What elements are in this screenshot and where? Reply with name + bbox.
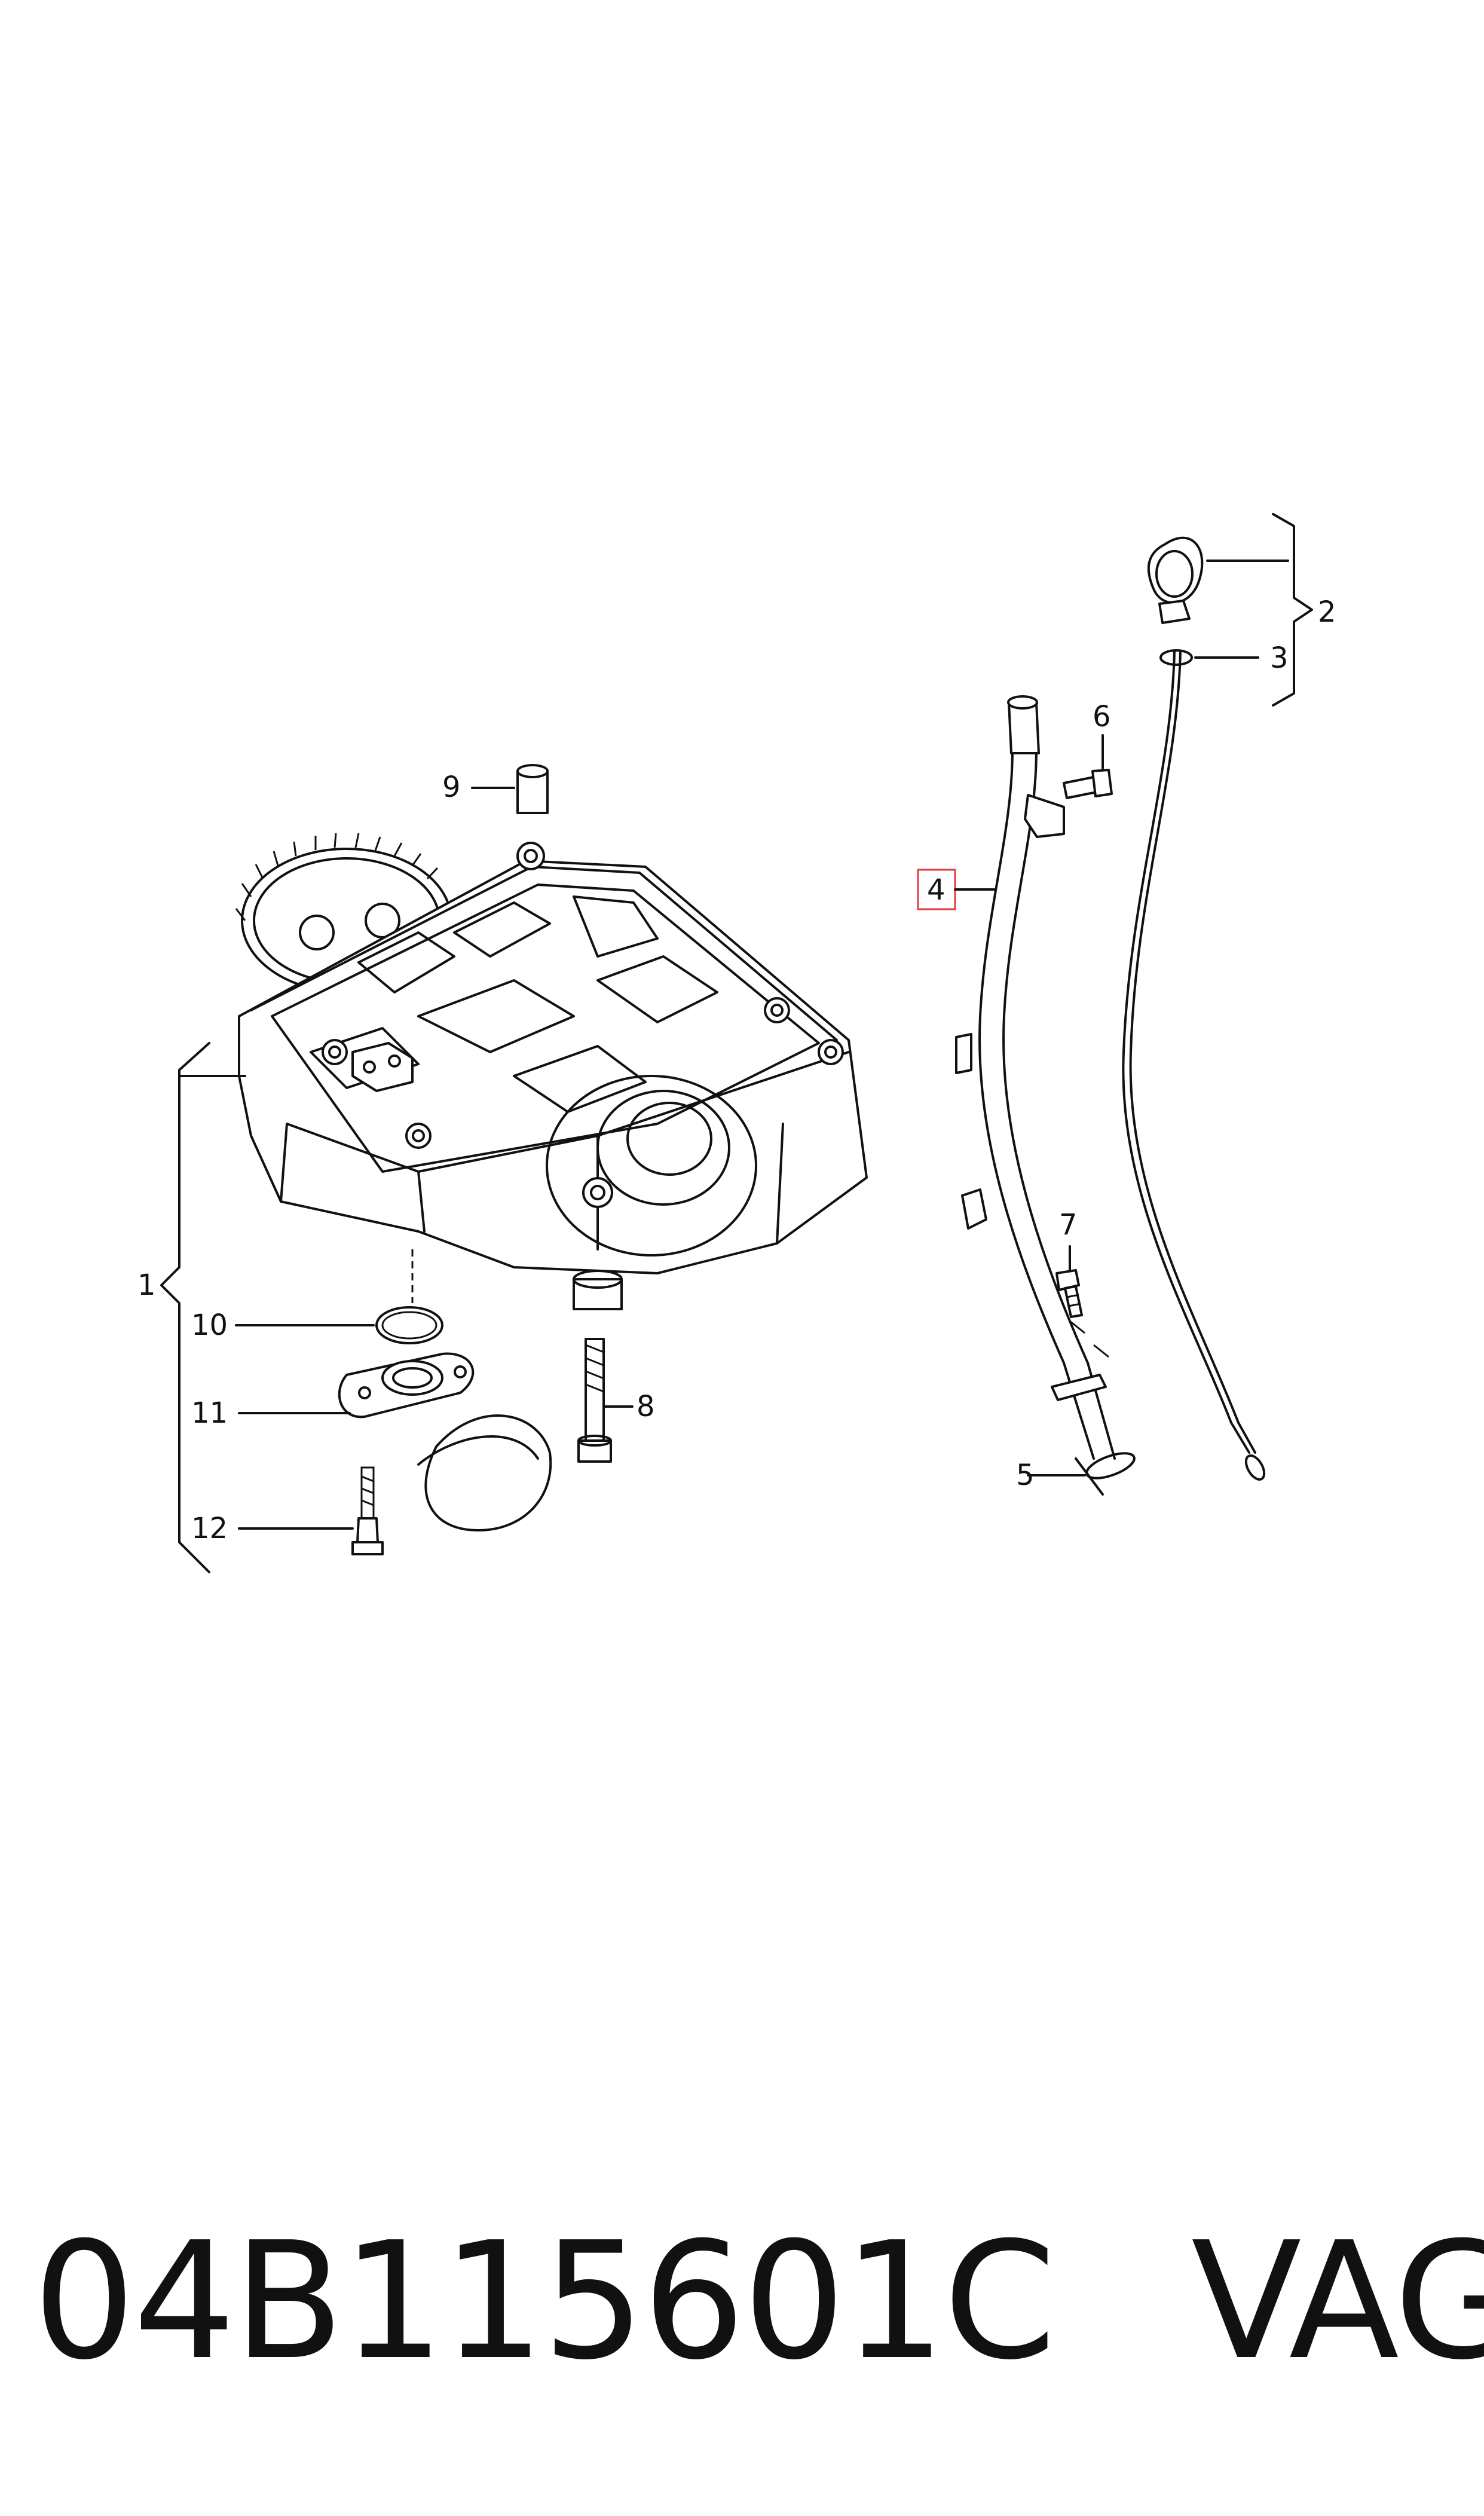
callout-12[interactable]: 12 [191,1512,228,1545]
dipstick-seal-part-3 [1159,649,1193,666]
screw-part-12 [351,1466,384,1555]
callout-4[interactable]: 4 [927,873,946,907]
callout-5[interactable]: 5 [1016,1459,1035,1492]
callout-8[interactable]: 8 [637,1390,655,1423]
o-ring-part-10 [375,1306,443,1344]
callout-7[interactable]: 7 [1059,1208,1078,1242]
oil-strainer-part-11 [338,1352,552,1531]
bolt-part-6 [1063,769,1113,799]
group-1-bracket [160,1042,210,1573]
oil-pan-drawing [235,833,868,1310]
o-ring-part-5 [1085,1452,1136,1479]
brand-name: VAG [1191,2207,1484,2395]
callout-1[interactable]: 1 [137,1268,156,1302]
plug-part-9 [516,764,549,814]
group-2-bracket [1272,513,1313,707]
bolt-part-7 [1055,1269,1083,1318]
callout-10[interactable]: 10 [191,1309,228,1342]
dipstick-part-2 [1122,536,1266,1481]
callout-11[interactable]: 11 [191,1396,228,1430]
part-number: 04B115601C [33,2207,1056,2395]
callout-2[interactable]: 2 [1318,595,1336,629]
callout-9[interactable]: 9 [442,771,461,804]
callout-6[interactable]: 6 [1093,700,1111,733]
bolt-part-8 [577,1338,612,1463]
dipstick-guide-tube-part-4 [955,695,1116,1496]
callout-3[interactable]: 3 [1270,641,1289,675]
